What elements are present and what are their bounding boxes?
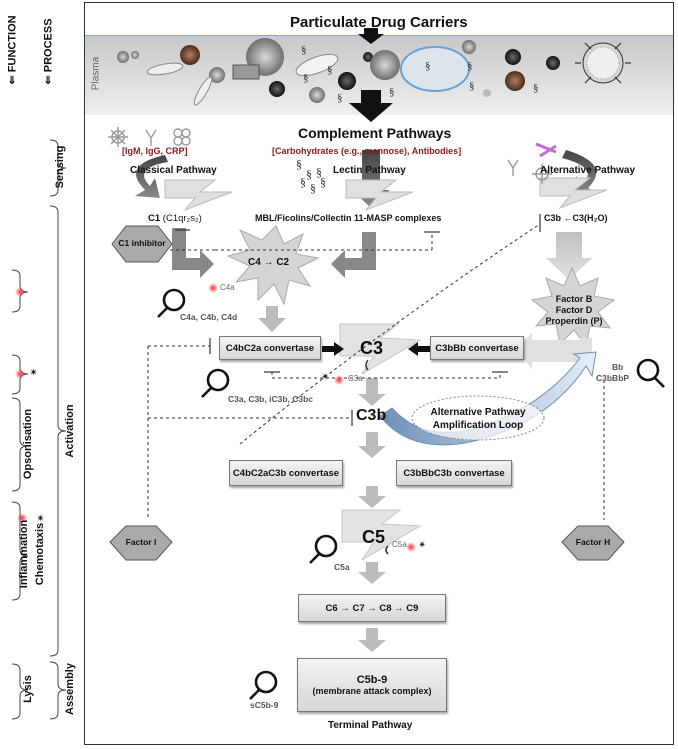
chemotaxis-star-icon: ✴ [321, 372, 330, 383]
c3bbb-convertase-box: C3bBb convertase [430, 336, 524, 360]
c4bc2a-convertase-box: C4bC2a convertase [219, 336, 321, 360]
svg-text:§: § [303, 72, 309, 84]
factor-d-label: Factor D [555, 305, 593, 315]
c3bbbp-label: C3bBbP [596, 373, 630, 383]
axis-brackets [11, 139, 67, 720]
c3b-label: C3b [356, 407, 387, 424]
c3-products-label: C3a, C3b, iC3b, C3bc [228, 394, 314, 404]
factor-h-label: Factor H [575, 537, 611, 547]
c3-label: C3 [360, 338, 384, 358]
mac-subtitle: (membrane attack complex) [312, 686, 432, 696]
sc5b9-label: sC5b-9 [250, 700, 279, 710]
amplification-loop-subtitle: Amplification Loop [432, 420, 524, 431]
chemotaxis-star-icon: ✴ [418, 540, 427, 551]
svg-text:§: § [425, 60, 431, 72]
page-title: Particulate Drug Carriers [290, 14, 468, 31]
svg-text:§: § [469, 80, 475, 92]
classical-trigger: [IgM, IgG, CRP] [122, 146, 188, 156]
svg-text:§: § [327, 64, 333, 76]
main-frame [84, 2, 674, 745]
svg-text:§: § [306, 167, 312, 181]
svg-text:§: § [301, 44, 307, 56]
chemotaxis-star-icon: ✴ [29, 367, 39, 379]
svg-text:§: § [389, 86, 395, 98]
mac-title: C5b-9 [356, 674, 388, 686]
c3a-label: C3a [348, 374, 363, 383]
svg-text:§: § [310, 181, 316, 195]
c3bbbc3b-convertase-box: C3bBbC3b convertase [396, 460, 512, 486]
svg-text:§: § [316, 165, 322, 179]
chemotaxis-star-icon: ✴ [36, 513, 46, 525]
c4bc2ac3b-convertase-box: C4bC2aC3b convertase [229, 460, 343, 486]
lectin-pathway-label: Lectin Pathway [333, 165, 406, 176]
classical-pathway-label: Classical Pathway [130, 165, 217, 176]
factor-i-label: Factor I [125, 537, 157, 547]
svg-text:§: § [300, 175, 306, 189]
lectin-trigger: [Carbohydrates (e.g., mannose), Antibodi… [272, 146, 462, 156]
svg-text:§: § [337, 92, 343, 104]
mbl-complex-label: MBL/Ficolins/Collectin 11-MASP complexes [255, 213, 442, 223]
factor-b-label: Factor B [555, 294, 593, 304]
c5a-sub-label: C5a [334, 562, 350, 572]
svg-text:§: § [296, 157, 302, 171]
c4-c2-label: C4 → C2 [248, 257, 290, 268]
c3b-c3h2o-label: C3b ←C3(H₂O) [544, 213, 608, 223]
properdin-label: Properdin (P) [545, 316, 603, 326]
svg-text:§: § [467, 60, 473, 72]
alternative-pathway-label: Alternative Pathway [540, 165, 636, 176]
svg-text:§: § [533, 82, 539, 94]
svg-text:§: § [320, 175, 326, 189]
mac-box: C5b-9 (membrane attack complex) [297, 658, 447, 712]
c1-inhibitor-label: C1 inhibitor [118, 238, 166, 248]
amplification-loop-title: Alternative Pathway [430, 407, 526, 418]
c5-label: C5 [362, 527, 386, 547]
terminal-chain-box: C6 → C7 → C8 → C9 [298, 594, 446, 622]
c4-products-label: C4a, C4b, C4d [180, 312, 238, 322]
bb-label: Bb [612, 362, 624, 372]
c5a-label: C5a [392, 540, 407, 549]
c1-label: C1 (C1qr₂s₂) [148, 213, 202, 224]
pathways-title: Complement Pathways [298, 125, 452, 141]
terminal-pathway-label: Terminal Pathway [328, 720, 413, 731]
c4a-label: C4a [220, 283, 235, 292]
